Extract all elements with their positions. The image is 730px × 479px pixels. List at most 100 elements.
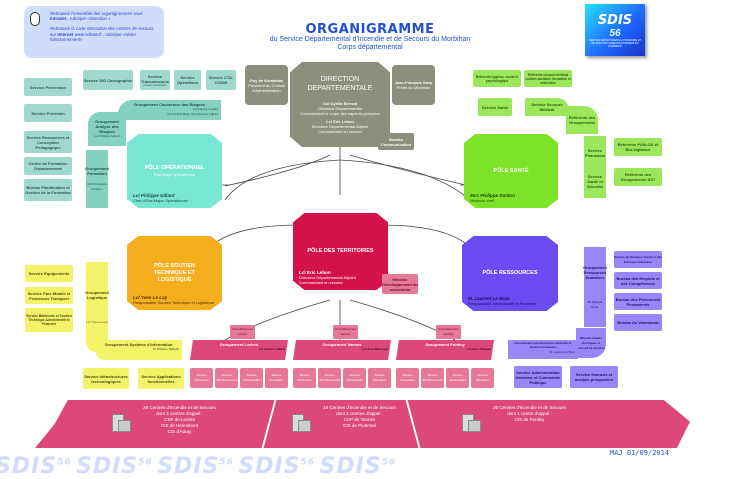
info-line2: Retrouvez la carte interactive des centr… [50,26,154,37]
logo-number: 56 [609,27,621,39]
head: M. Laurent Le Brun [549,349,575,354]
territoire-service: Service Administratif [446,368,469,388]
sdis56-logo: SDIS 56 SERVICE DÉPARTEMENTAL D'INCENDIE… [585,4,645,56]
head: Lcl Philippe Gillard [94,134,120,138]
service-applications: Service Applications fonctionnelles [138,368,184,389]
territoire-service: Service SPV/Personnel [318,368,341,388]
watermark: SDIS56 [320,454,397,479]
referents-groupements: Référents des Groupements [566,106,598,134]
service-sante: Service Santé [478,98,512,116]
arrondissement-box: Arrondissement Lorient [230,325,255,339]
groupement-name: Groupement Pontivy [425,342,465,347]
service-parc-mobile: Service Parc Mobile et Processus Transpo… [25,287,73,304]
director-name: Col Cyrille Berrod [322,101,357,106]
centre-formation: Centre de Formation Départemental [24,157,72,175]
pole-ressources: PÔLE RESSOURCES M. Laurent Le Brun Respo… [462,236,558,311]
label: Référents hygiène, social et psychologiq… [475,74,519,83]
wm-text: SDIS [157,454,220,479]
intranet-link[interactable]: Intranet [50,16,67,22]
territoire-service: Service Administratif [240,368,263,388]
service-administration-generale: Service Administration Générale et Comma… [514,366,562,388]
groupement-couverture: Groupement Couverture des Risques Lcl Fa… [118,100,221,120]
info-box: Retrouvez l'ensemble des organigrammes s… [24,6,164,58]
head-role: Chef d'Etat Major Opérationnel [133,198,188,203]
service-operations: Service Opérations [174,70,201,90]
logo-text: SDIS [597,12,633,28]
head-role1: Directeur Départemental Adjoint [299,275,356,280]
label: Bureau Planification et Gestion de la Fo… [25,185,71,195]
service-equipements: Service Équipements [25,265,73,282]
head-role: Médecin-chef [470,198,495,203]
service-label: Service Formation [372,373,387,382]
groupement-name: Groupement Lorient [219,342,259,347]
groupement-agf: Groupement Administration Générale et Ge… [508,340,578,359]
mission-juridique: Mission études Juridiques et Conseil de … [576,328,606,358]
watermark: SDIS56 [238,454,315,479]
label: Référents des Groupements SST [620,172,656,182]
label: Service Équipements [28,271,70,276]
ref-groupements-sst: Référents des Groupements SST [614,168,662,186]
label: Centre de Formation Départemental [28,161,68,171]
president-role: Président du Conseil d'Administration [248,82,285,93]
wm-num: 56 [57,457,72,468]
label: Service Santé et Sécurité [587,173,603,189]
territoire-service: Service Prévention [293,368,316,388]
groupement-logistique: Groupement Logistique Lcl Yves Le Lay [85,262,109,352]
label: Service Pharmacie [584,148,606,158]
service-batiments: Service Bâtiments et Soutien Technique A… [25,308,73,332]
label: Service Transmissions [140,73,169,84]
label: Service SIG Cartographie [83,77,133,83]
service-label: Service Administratif [243,373,260,382]
service-finances: Service finances et analyse prospective [570,366,618,388]
territoire-service: Service Formation [265,368,288,388]
groupement-box: Groupement Lorient Lcl Fabrice Gillard [190,340,288,360]
label: Bureau du Volontariat [617,320,659,325]
mouse-icon [30,12,40,26]
info-line2-end: www.sdis56.fr , rubrique «Notre fonction… [50,31,136,42]
pole-sante: PÔLE SANTÉ Mcs Philippe Danlon Médecin-c… [464,134,558,208]
service-prevision: Service Prévision [24,104,72,122]
head: Lcl Fabrice Legallo [192,107,218,111]
service-label: Service Prévention [400,373,415,382]
label: Groupement Formation [85,166,109,176]
ref-pui-log: Référents PUI/LOG et Bio-vigilance [614,138,662,156]
prefect-name: Jean-François Savy [394,80,433,85]
bureau-planification: Bureau Planification et Gestion de la Fo… [24,179,72,201]
building-icon [110,410,131,432]
pole-subtitle: Etat major opérationnel [153,172,196,177]
label: Service Parc Mobile et Processus Transpo… [27,290,71,301]
territoire-service: Service Prévention [396,368,419,388]
service-pharmacie: Service Pharmacie [584,136,606,170]
label: Bureau des Personnels Permanents [615,296,661,307]
pole-operationnel: PÔLE OPÉRATIONNEL Etat major opérationne… [127,134,222,208]
service-label: Service Administratif [346,373,363,382]
wm-num: 56 [219,457,234,468]
prefect-role: Préfet du Morbihan [396,85,431,90]
subtitle-line1: du Service Départemental d'Incendie et d… [269,36,471,43]
internet-link[interactable]: Internet [57,31,74,37]
service-label: Service Formation [475,373,490,382]
head: M. Mickael Robin [587,299,603,309]
arrondissement-box: Arrondissement Pontivy [436,325,461,339]
head-role: Responsable Soutien Technique et Logisti… [133,300,215,305]
groupement-box: Groupement Vannes Lcl Joel Marcesse [293,340,391,360]
service-label: Service Formation [269,373,284,382]
wm-text: SDIS [238,454,301,479]
territoire-service: Service SPV/Personnel [421,368,444,388]
service-ressources-conception: Service Ressources et Conception Pédagog… [24,131,72,153]
label: Service Applications fonctionnelles [141,373,181,384]
groupement-analyse-risques: Groupement Analyse des Risques Lcl Phili… [88,112,126,146]
arrondissement-box: Arrondissement Vannes [333,325,358,339]
label: Référents des Groupements [568,115,596,125]
groupement-name: Groupement Vannes [322,342,362,347]
label: Service CTA-CODIS [208,75,234,85]
service-transmissions: Service Transmissions réseaux numériques [140,70,170,90]
prefect-box: Jean-François Savy Préfet du Morbihan [392,65,435,105]
label: Service du Dialogue Social et des Instan… [614,254,662,264]
role: Chef d'Etat Major Opérationnel adjoint [167,112,218,116]
ref-hygiene: Référents hygiène, social et psychologiq… [473,70,521,87]
wm-num: 56 [138,457,153,468]
label: Service Bâtiments et Soutien Technique A… [26,314,72,326]
direction-box: DIRECTION DEPARTEMENTALE Col Cyrille Ber… [290,62,390,147]
groupement-si: Groupement Système d'Information M. Phil… [95,340,182,360]
